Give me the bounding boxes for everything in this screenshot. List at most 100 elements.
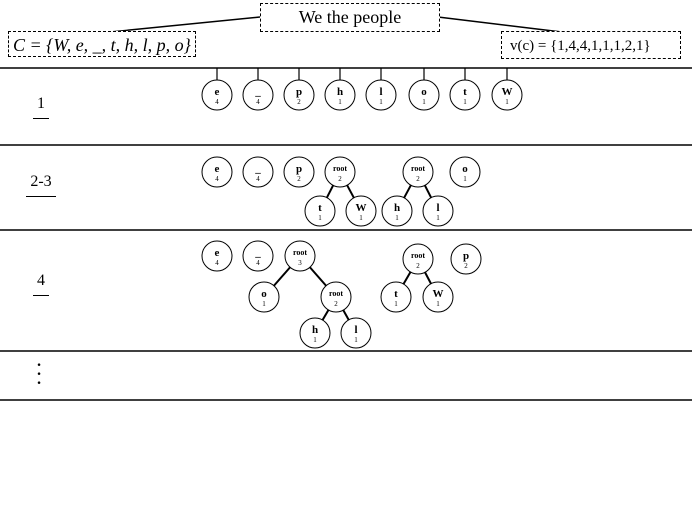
node-circle [450, 243, 482, 275]
tree-edge [402, 271, 412, 285]
node-weight: 1 [354, 336, 358, 344]
node-circle [449, 79, 481, 111]
node-symbol: _ [254, 163, 261, 175]
tree-leaf-node: e4 [201, 79, 233, 111]
node-symbol: W [433, 288, 444, 300]
node-circle [491, 79, 523, 111]
tree-leaf-node: h1 [381, 195, 413, 227]
node-symbol: o [421, 86, 427, 98]
node-weight: 1 [262, 300, 266, 308]
node-circle [408, 79, 440, 111]
node-circle [201, 79, 233, 111]
tree-leaf-node: l1 [340, 317, 372, 349]
node-circle [381, 195, 413, 227]
node-symbol: e [215, 86, 220, 98]
node-weight: 2 [416, 262, 420, 270]
tree-leaf-node: l1 [422, 195, 454, 227]
node-weight: 4 [256, 98, 260, 106]
tree-edge [309, 266, 327, 287]
node-circle [422, 195, 454, 227]
tree-leaf-node: W1 [491, 79, 523, 111]
node-symbol: o [462, 163, 468, 175]
node-circle [304, 195, 336, 227]
node-circle [402, 243, 434, 275]
tree-leaf-node: t1 [380, 281, 412, 313]
tree-leaf-node: e4 [201, 240, 233, 272]
node-symbol: t [394, 288, 398, 300]
tree-leaf-node: _4 [242, 156, 274, 188]
node-symbol: p [296, 163, 302, 175]
tree-edge [273, 266, 291, 287]
node-symbol: h [337, 86, 343, 98]
node-circle [284, 240, 316, 272]
node-circle [283, 156, 315, 188]
node-symbol: root [411, 164, 425, 173]
node-symbol: _ [254, 247, 261, 259]
node-symbol: p [296, 86, 302, 98]
title-box: We the people [260, 3, 440, 32]
row-label: 1 [21, 95, 61, 119]
tree-leaf-node: e4 [201, 156, 233, 188]
node-circle [299, 317, 331, 349]
node-weight: 1 [395, 214, 399, 222]
node-circle [422, 281, 454, 313]
node-symbol: root [329, 289, 343, 298]
node-weight: 1 [338, 98, 342, 106]
node-symbol: t [318, 202, 322, 214]
node-symbol: p [463, 250, 469, 262]
tree-leaf-node: _4 [242, 240, 274, 272]
tree-leaf-node: p2 [283, 156, 315, 188]
node-weight: 4 [256, 175, 260, 183]
node-symbol: _ [254, 86, 261, 98]
title-connector-left [99, 16, 261, 34]
node-circle [324, 156, 356, 188]
node-weight: 1 [394, 300, 398, 308]
row-label: 2-3 [21, 173, 61, 197]
node-ticks [216, 68, 508, 80]
title-connector-right [437, 16, 571, 34]
tree-leaf-node: p2 [283, 79, 315, 111]
node-weight: 1 [422, 98, 426, 106]
node-weight: 1 [505, 98, 509, 106]
node-weight: 1 [318, 214, 322, 222]
character-set-box: C = {W, e, _, t, h, l, p, o} [8, 31, 196, 57]
node-circle [324, 79, 356, 111]
node-symbol: root [293, 248, 307, 257]
node-weight: 1 [436, 214, 440, 222]
node-circle [449, 156, 481, 188]
row-label: 4 [21, 272, 61, 296]
tree-leaf-node: o1 [408, 79, 440, 111]
tree-leaf-node: l1 [365, 79, 397, 111]
node-symbol: t [463, 86, 467, 98]
node-circle [242, 156, 274, 188]
node-symbol: h [312, 324, 318, 336]
node-symbol: l [379, 86, 382, 98]
tree-edge [424, 271, 432, 285]
tree-leaf-node: p2 [450, 243, 482, 275]
node-weight: 1 [313, 336, 317, 344]
node-symbol: W [502, 86, 513, 98]
tree-edge [321, 309, 330, 321]
node-circle [340, 317, 372, 349]
tree-leaf-node: _4 [242, 79, 274, 111]
tree-leaf-node: o1 [248, 281, 280, 313]
node-symbol: e [215, 247, 220, 259]
node-symbol: root [333, 164, 347, 173]
node-weight: 1 [463, 175, 467, 183]
node-circle [365, 79, 397, 111]
node-symbol: W [356, 202, 367, 214]
node-weight: 4 [215, 259, 219, 267]
node-weight: 1 [359, 214, 363, 222]
node-circle [242, 79, 274, 111]
node-symbol: h [394, 202, 400, 214]
node-circle [402, 156, 434, 188]
node-weight: 2 [297, 98, 301, 106]
frequency-set-box: v(c) = {1,4,4,1,1,1,2,1} [501, 31, 681, 59]
node-symbol: o [261, 288, 267, 300]
node-weight: 4 [215, 175, 219, 183]
tree-leaf-node: W1 [345, 195, 377, 227]
tree-edge [423, 184, 433, 199]
